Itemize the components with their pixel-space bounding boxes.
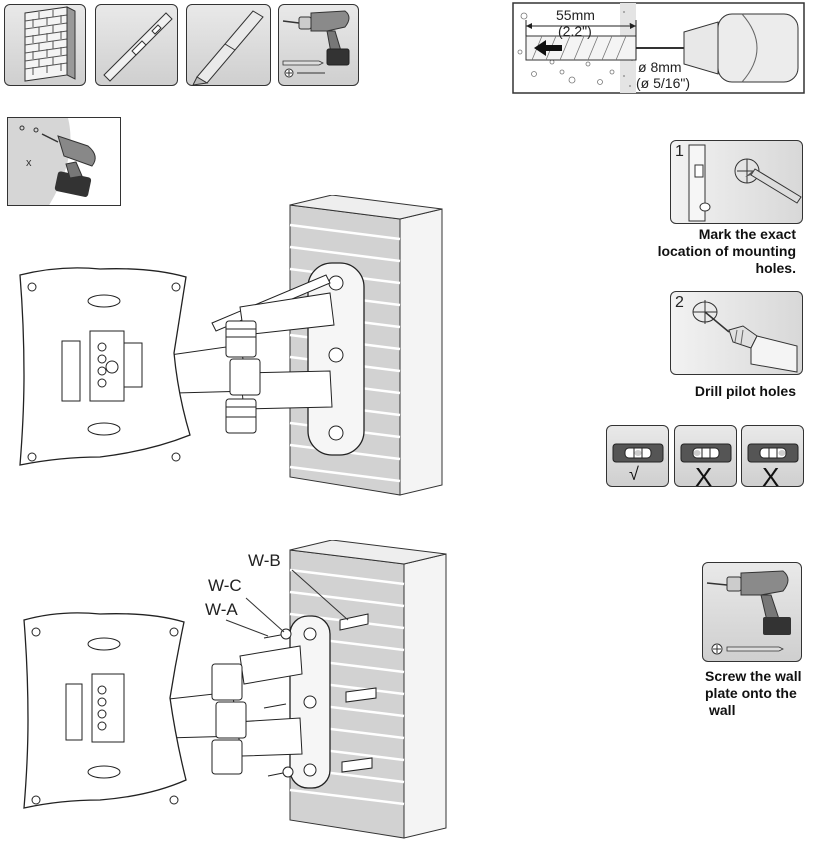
brick-wall-icon bbox=[24, 6, 76, 82]
step-1-caption-line: location of mounting bbox=[657, 243, 796, 259]
pencil-tool-tile bbox=[186, 4, 271, 86]
depth-imperial-label: (2.2") bbox=[558, 23, 592, 39]
drill-depth-diagram: 55mm (2.2") ø 8mm (ø 5/16") bbox=[512, 2, 805, 94]
step-3-caption-line: Screw the wall bbox=[705, 668, 802, 684]
level-check-bad-2: X bbox=[741, 425, 804, 487]
spirit-level-icon bbox=[103, 12, 173, 82]
level-check-bad-1: X bbox=[674, 425, 737, 487]
step-2-caption-line: Drill pilot holes bbox=[694, 383, 796, 399]
step-3-tile bbox=[702, 562, 802, 662]
step-1-caption-line: Mark the exact bbox=[698, 226, 796, 242]
depth-metric-label: 55mm bbox=[556, 7, 595, 23]
level-bubble-icon bbox=[680, 443, 732, 463]
callout-w-c: W-C bbox=[208, 576, 242, 595]
level-bubble-icon bbox=[612, 443, 664, 463]
level-check-mark: √ bbox=[629, 464, 639, 484]
level-check-mark: X bbox=[695, 462, 713, 487]
svg-text:x: x bbox=[26, 157, 32, 169]
pencil-icon bbox=[192, 10, 264, 85]
wall-mount-marking-illustration bbox=[19, 195, 443, 496]
drill-tool-tile bbox=[278, 4, 359, 86]
step-3-caption-line: wall bbox=[709, 702, 736, 718]
step-3-caption: Screw the wall plate onto the wall bbox=[705, 668, 815, 719]
step-1-number: 1 bbox=[675, 143, 684, 160]
brick-wall-tool-tile bbox=[4, 4, 86, 86]
step-1-caption: Mark the exact location of mounting hole… bbox=[596, 226, 796, 277]
diameter-imperial-label: (ø 5/16") bbox=[636, 75, 690, 91]
callout-w-a: W-A bbox=[205, 600, 238, 619]
level-bubble-icon bbox=[747, 443, 799, 463]
step-1-caption-line: holes. bbox=[755, 260, 796, 276]
step-2-caption: Drill pilot holes bbox=[596, 383, 796, 400]
power-drill-icon bbox=[282, 10, 350, 78]
spirit-level-tool-tile bbox=[95, 4, 178, 86]
level-check-mark: X bbox=[762, 462, 780, 487]
diameter-metric-label: ø 8mm bbox=[638, 59, 682, 75]
power-drill-icon bbox=[706, 570, 791, 655]
level-check-good: √ bbox=[606, 425, 669, 487]
drill-wall-illustration: x bbox=[7, 117, 121, 206]
arrow-left-icon bbox=[534, 40, 562, 56]
step-2-tile: 2 bbox=[670, 291, 803, 375]
step-1-tile: 1 bbox=[670, 140, 803, 224]
wall-mount-screwing-illustration bbox=[23, 540, 447, 839]
callout-w-b: W-B bbox=[248, 551, 281, 570]
step-3-caption-line: plate onto the bbox=[705, 685, 797, 701]
step-2-number: 2 bbox=[675, 294, 684, 311]
